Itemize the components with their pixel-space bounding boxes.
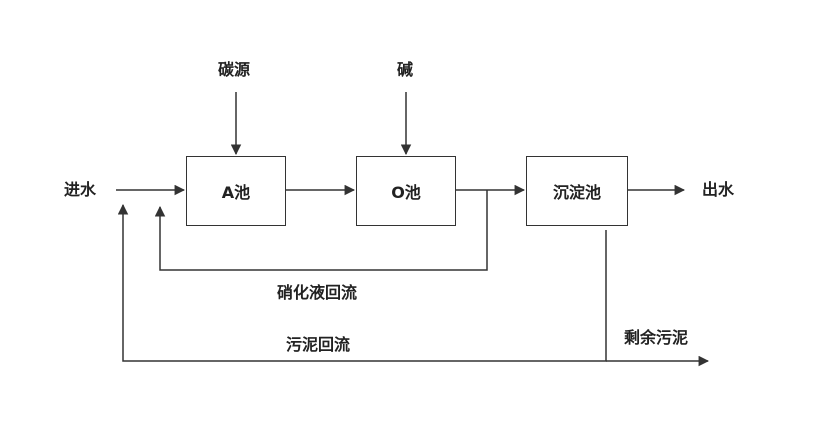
influent-label: 进水 [64,180,97,199]
settling-tank-label: 沉淀池 [552,183,601,202]
a-tank-box: A池 [186,156,286,226]
sludge-return-line [117,203,607,362]
settling-tank-box: 沉淀池 [526,156,628,226]
a-tank-label: A池 [221,183,251,202]
carbon-source-label: 碳源 [218,60,251,79]
effluent-label: 出水 [702,180,735,199]
excess-sludge-label: 剩余污泥 [624,328,689,347]
nitrified-return-line [154,190,488,271]
alkali-label: 碱 [397,60,414,79]
o-tank-box: O池 [356,156,456,226]
o-tank-label: O池 [391,183,421,202]
nitrified-return-label: 硝化液回流 [277,283,358,302]
sludge-return-label: 污泥回流 [286,335,351,354]
